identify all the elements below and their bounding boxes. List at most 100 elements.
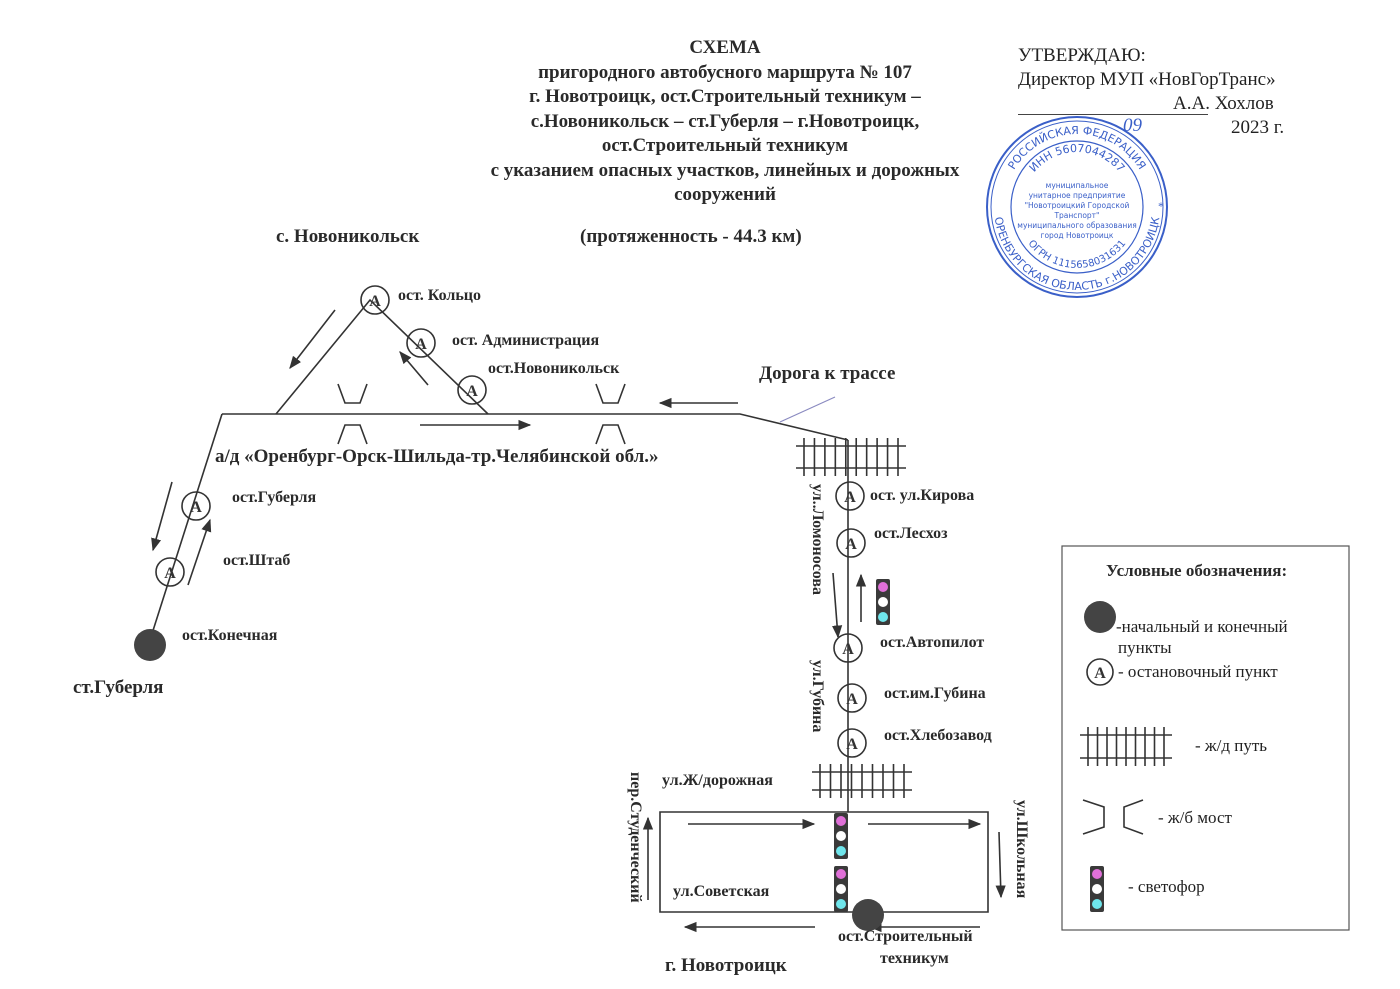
street-lomonosova-label: ул..Ломоносова bbox=[809, 484, 826, 596]
legend-traffic-light-icon bbox=[1090, 866, 1104, 912]
road-to-highway-label: Дорога к трассе bbox=[759, 363, 896, 384]
stop-tekhnikum-label-1: ост.Строительный bbox=[838, 928, 973, 945]
city-novotroitsk-label: г. Новотроицк bbox=[665, 955, 787, 976]
street-studencheskiy-label: пер.Студенческий bbox=[627, 772, 644, 903]
stamp-inner-ring bbox=[1010, 140, 1144, 274]
direction-arrow bbox=[399, 351, 429, 386]
stop-khlebozavod-icon: A bbox=[837, 728, 867, 758]
svg-text:A: A bbox=[369, 293, 381, 310]
stamp-center-4: Транспорт" bbox=[1053, 211, 1099, 220]
title-line-4: ост.Строительный техникум bbox=[601, 135, 849, 156]
stop-avtopilot-icon: A bbox=[833, 633, 863, 663]
schema-title: СХЕМА bbox=[689, 37, 761, 58]
direction-arrow bbox=[831, 572, 843, 639]
railway-crossing-top bbox=[796, 438, 906, 476]
road-to-highway-pointer bbox=[779, 396, 836, 423]
svg-text:A: A bbox=[842, 641, 854, 658]
svg-text:A: A bbox=[190, 499, 202, 516]
legend-terminal-label: -начальный и конечный bbox=[1116, 617, 1288, 636]
legend-terminal-icon bbox=[1084, 601, 1116, 633]
title-line-1: пригородного автобусного маршрута № 107 bbox=[538, 61, 912, 83]
approval-heading: УТВЕРЖДАЮ: bbox=[1018, 45, 1146, 66]
title-line-2: г. Новотроицк, ост.Строительный техникум… bbox=[529, 86, 921, 107]
svg-text:A: A bbox=[845, 536, 857, 553]
highway-road bbox=[222, 413, 849, 441]
station-guberlya-label: ст.Губерля bbox=[73, 677, 164, 698]
street-sovetskaya-label: ул.Советская bbox=[673, 883, 770, 900]
stop-novonikolsk-label: ост.Новоникольск bbox=[488, 360, 620, 377]
svg-text:A: A bbox=[415, 336, 427, 353]
legend-terminal-label-2: пункты bbox=[1118, 638, 1172, 657]
legend-railway-label: - ж/д путь bbox=[1195, 736, 1268, 755]
approval-name: А.А. Хохлов bbox=[1173, 93, 1274, 114]
novonikolsk-loop-road bbox=[275, 298, 489, 415]
legend-bridge-label: - ж/б мост bbox=[1158, 808, 1232, 827]
bridge-icon bbox=[595, 424, 626, 445]
legend-railway-icon bbox=[1080, 727, 1172, 766]
stop-gubina-label: ост.им.Губина bbox=[884, 685, 986, 702]
svg-text:A: A bbox=[844, 489, 856, 506]
svg-text:A: A bbox=[846, 736, 858, 753]
stop-kirova-label: ост. ул.Кирова bbox=[870, 487, 975, 504]
railway-crossing-bottom bbox=[812, 764, 912, 798]
title-line-6: сооружений bbox=[674, 184, 776, 205]
stop-avtopilot-label: ост.Автопилот bbox=[880, 634, 985, 651]
bridge-icon bbox=[337, 383, 368, 404]
road-to-guberlya bbox=[149, 413, 223, 641]
terminal-tekhnikum-icon bbox=[852, 899, 884, 931]
direction-arrow bbox=[995, 831, 1006, 899]
stamp-center-3: "Новотроицкий Городской bbox=[1025, 201, 1130, 210]
title-line-3: с.Новоникольск – ст.Губерля – г.Новотрои… bbox=[530, 110, 920, 132]
traffic-light-icon bbox=[834, 866, 848, 912]
stop-shtab-label: ост.Штаб bbox=[223, 552, 291, 569]
stop-gubina-icon: A bbox=[837, 683, 867, 713]
stop-khlebozavod-label: ост.Хлебозавод bbox=[884, 727, 992, 744]
stop-koltso-label: ост. Кольцо bbox=[398, 287, 482, 304]
svg-text:A: A bbox=[466, 383, 478, 400]
svg-text:A: A bbox=[164, 565, 176, 582]
approval-block: УТВЕРЖДАЮ: Директор МУП «НовГорТранс» А.… bbox=[1018, 44, 1284, 138]
legend-stop-label: - остановочный пункт bbox=[1118, 662, 1278, 681]
stop-shtab-icon: A bbox=[155, 557, 185, 587]
stop-leskhoz-label: ост.Лесхоз bbox=[874, 525, 948, 542]
traffic-light-icon bbox=[876, 579, 890, 625]
direction-arrow bbox=[151, 481, 173, 552]
stop-novonikolsk-icon: A bbox=[457, 375, 487, 405]
legend-traffic-light-label: - светофор bbox=[1128, 877, 1205, 896]
svg-text:A: A bbox=[846, 691, 858, 708]
street-shkolnaya-label: ул.Школьная bbox=[1013, 800, 1030, 899]
legend-title: Условные обозначения: bbox=[1106, 561, 1288, 580]
street-gubina-label: ул.Губина bbox=[809, 660, 826, 733]
bridge-icon bbox=[595, 383, 626, 404]
approval-year: 2023 г. bbox=[1231, 117, 1285, 138]
stop-guberlya-label: ост.Губерля bbox=[232, 489, 317, 506]
traffic-light-icon bbox=[834, 813, 848, 859]
stamp-center-5: муниципального образования bbox=[1017, 221, 1136, 230]
street-zh-dorozhnaya-label: ул.Ж/дорожная bbox=[662, 772, 773, 789]
stop-kirova-icon: A bbox=[835, 481, 865, 511]
title-block: СХЕМА пригородного автобусного маршрута … bbox=[400, 36, 1050, 208]
legend-stop-icon: A bbox=[1086, 658, 1114, 686]
stamp-outer-ring bbox=[986, 116, 1168, 298]
legend-bridge-icon bbox=[1082, 799, 1144, 835]
bridge-icon bbox=[337, 424, 368, 445]
stamp-center-1: муниципальное bbox=[1046, 181, 1109, 190]
legend-box bbox=[1061, 545, 1350, 931]
stamp-star: * bbox=[1158, 199, 1164, 213]
stop-administration-label: ост. Администрация bbox=[452, 332, 600, 349]
approval-position: Директор МУП «НовГорТранс» bbox=[1018, 69, 1276, 90]
direction-arrow bbox=[289, 309, 336, 370]
title-line-5: с указанием опасных участков, линейных и… bbox=[490, 159, 960, 181]
stamp-center-2: унитарное предприятие bbox=[1029, 191, 1126, 200]
route-length: (протяженность - 44.3 км) bbox=[580, 226, 802, 247]
approval-month: 09 bbox=[1123, 115, 1142, 136]
stop-guberlya-icon: A bbox=[181, 491, 211, 521]
official-stamp: РОССИЙСКАЯ ФЕДЕРАЦИЯ ОРЕНБУРГСКАЯ ОБЛАСТ… bbox=[986, 116, 1168, 298]
stop-administration-icon: A bbox=[406, 328, 436, 358]
stamp-center-6: город Новотроицк bbox=[1041, 231, 1114, 240]
terminal-guberlya-icon bbox=[134, 629, 166, 661]
svg-text:A: A bbox=[1094, 665, 1106, 682]
stop-konechnaya-label: ост.Конечная bbox=[182, 627, 278, 644]
stop-tekhnikum-label-2: техникум bbox=[880, 950, 949, 967]
